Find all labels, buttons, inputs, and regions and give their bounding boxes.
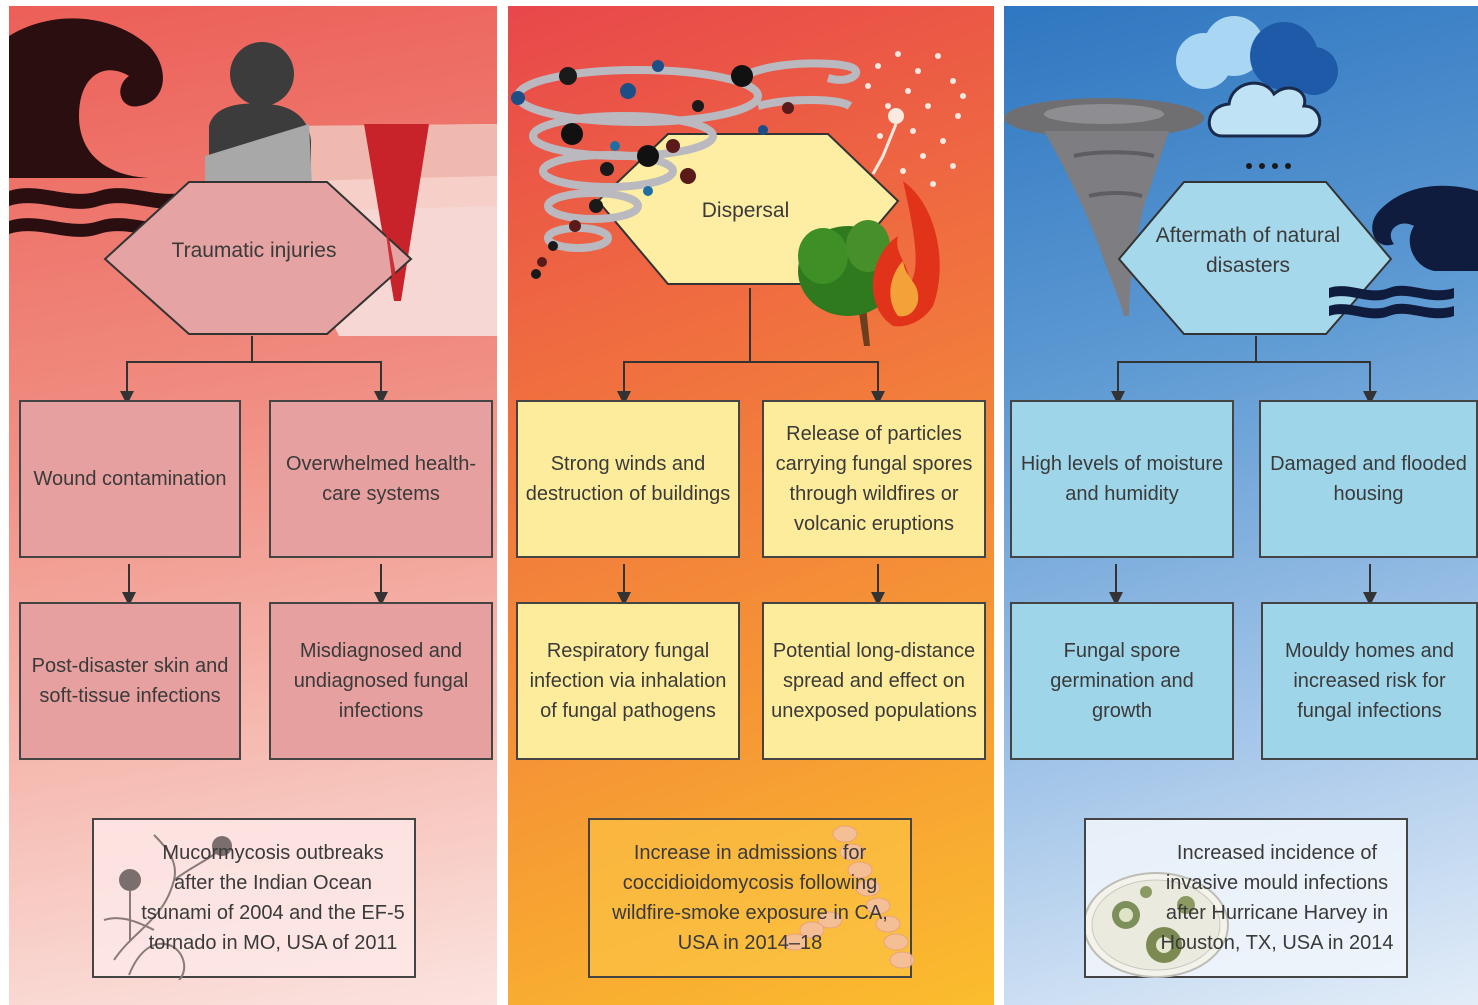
mouldy-homes-box: Mouldy homes and increased risk for fung… (1261, 602, 1478, 760)
rain-cloud-icon (1176, 16, 1338, 204)
hexagon-node (1117, 181, 1393, 335)
spore-cluster-icon (865, 51, 966, 187)
panel-dispersal: Dispersal Strong winds and destruction o… (508, 6, 994, 1005)
hexagon-title: Aftermath of natural disasters (1155, 224, 1341, 277)
long-distance-spread-box: Potential long-distance spread and effec… (762, 602, 986, 760)
hexagon-node (103, 181, 413, 335)
respiratory-infection-box: Respiratory fungal infection via inhalat… (516, 602, 740, 760)
petri-dish-icon (1086, 872, 1229, 978)
example-footer-box: Mucormycosis outbreaks after the Indian … (92, 818, 416, 980)
panel3-illustration (1004, 16, 1478, 606)
panel2-illustration (511, 51, 966, 606)
panel-aftermath-natural-disasters: Aftermath of natural disasters High leve… (1004, 6, 1478, 1005)
release-particles-box: Release of particles carrying fungal spo… (762, 400, 986, 558)
hexagon-title: Dispersal (701, 199, 790, 222)
panel1-illustration (9, 18, 497, 606)
skin-infections-box: Post-disaster skin and soft-tissue infec… (19, 602, 241, 760)
panel-traumatic-injuries: Traumatic injuries Wound contamination O… (9, 6, 497, 1005)
wave-icon (9, 18, 189, 237)
fungal-hyphae-icon (103, 834, 232, 980)
high-moisture-box: High levels of moisture and humidity (1010, 400, 1234, 558)
wave-icon (1329, 185, 1478, 319)
tornado-icon (1004, 98, 1204, 316)
particle-dots (511, 60, 794, 279)
strong-winds-box: Strong winds and destruction of building… (516, 400, 740, 558)
overwhelmed-health-care-box: Overwhelmed health-care systems (269, 400, 493, 558)
misdiagnosed-infections-box: Misdiagnosed and undiagnosed fungal infe… (269, 602, 493, 760)
hexagon-title: Traumatic injuries (171, 239, 337, 262)
example-footer-box: Increased incidence of invasive mould in… (1084, 818, 1408, 978)
tree-fire-icon (798, 181, 940, 346)
spore-germination-box: Fungal spore germination and growth (1010, 602, 1234, 760)
example-footer-box: Increase in admissions for coccidioidomy… (588, 818, 914, 978)
wound-contamination-box: Wound contamination (19, 400, 241, 558)
spore-chain-icon (782, 825, 914, 969)
damaged-housing-box: Damaged and flooded housing (1259, 400, 1478, 558)
